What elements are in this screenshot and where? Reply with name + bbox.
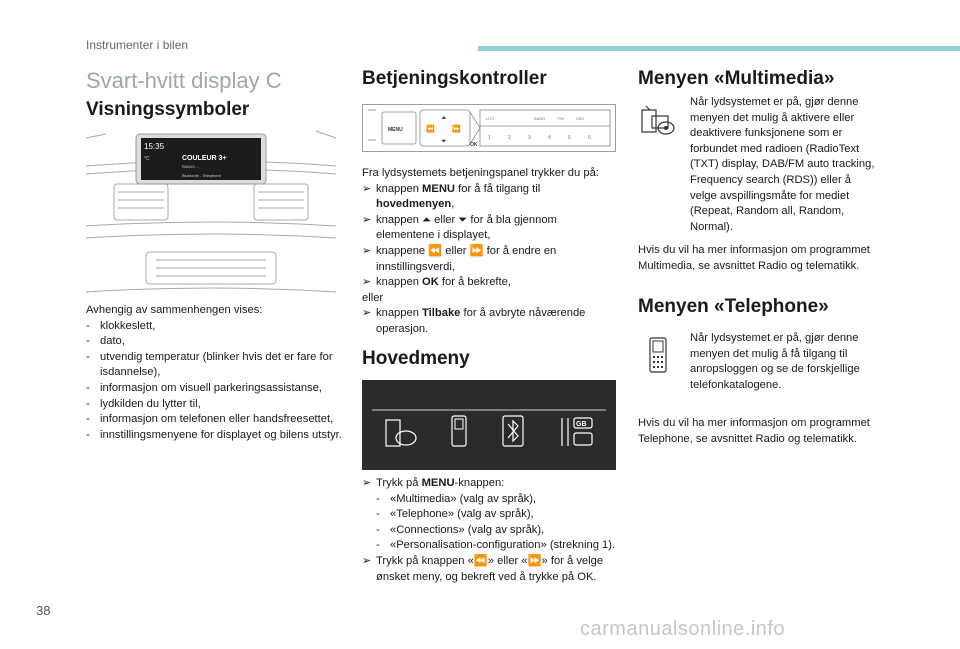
list-item: ➢knappen Tilbake for å avbryte nåværende… <box>362 307 586 335</box>
preset-4: 4 <box>548 135 551 141</box>
dashboard-display-illustration: 15:35 COULEUR 3+ RADIO ... °C Bluetooth … <box>86 130 336 293</box>
panel-button-band: BAND <box>534 116 545 121</box>
multimedia-text: Når lydsystemet er på, gjør denne menyen… <box>690 96 875 233</box>
list-item: ➢Trykk på MENU-knappen: <box>362 477 505 489</box>
preset-5: 5 <box>568 135 571 141</box>
section-title-multimedia: Menyen «Multimedia» <box>638 68 835 89</box>
list-item: -informasjon om visuell parkeringsassist… <box>86 381 322 394</box>
chevron-down-icon: ⏷ <box>441 138 447 145</box>
panel-button-list: LIST <box>486 116 495 121</box>
telephone-more-info: Hvis du vil ha mer informasjon om progra… <box>638 417 870 445</box>
list-item: -«Connections» (valg av språk), <box>376 523 545 536</box>
multimedia-more-info: Hvis du vil ha mer informasjon om progra… <box>638 244 870 272</box>
control-panel-illustration: MENU ⏶ ⏪ ⏩ ⏷ OK LIST BAND FM SRC 1 2 3 4… <box>362 104 616 152</box>
language-gb-label: GB <box>576 421 587 428</box>
list-item: ➢knappen OK for å bekrefte, <box>362 276 511 289</box>
controls-intro: Fra lydsystemets betjeningspanel trykker… <box>362 167 599 179</box>
main-menu-screen: GB <box>362 380 616 470</box>
panel-button-fm: FM <box>558 116 564 121</box>
multimedia-icon <box>641 105 675 135</box>
bluetooth-icon <box>502 415 524 447</box>
preset-6: 6 <box>588 135 591 141</box>
rewind-icon: ⏪ <box>426 124 435 133</box>
list-item: -lydkilden du lytter til, <box>86 397 201 410</box>
page-number: 38 <box>36 603 51 618</box>
watermark: carmanualsonline.info <box>580 618 786 640</box>
main-menu-text: ➢Trykk på MENU-knappen: -«Multimedia» (v… <box>362 476 618 585</box>
section-title-main-menu: Hovedmeny <box>362 348 470 369</box>
preset-2: 2 <box>508 135 511 141</box>
list-item: -innstillingsmenyene for displayet og bi… <box>86 428 342 441</box>
chevron-up-icon: ⏶ <box>441 115 447 122</box>
multimedia-menu-icon <box>385 419 417 447</box>
display-station-title: COULEUR 3+ <box>182 155 227 162</box>
symbols-intro: Avhengig av sammenhengen vises: <box>86 304 263 316</box>
list-item: -«Multimedia» (valg av språk), <box>376 492 537 505</box>
section-header: Instrumenter i bilen <box>86 38 189 52</box>
menu-button: MENU <box>388 127 403 133</box>
list-item: -informasjon om telefonen eller handsfre… <box>86 413 334 426</box>
list-item: ➢knappene ⏪ eller ⏩ for å endre en innst… <box>362 244 557 273</box>
panel-button-src: SRC <box>576 116 585 121</box>
list-item: -«Telephone» (valg av språk), <box>376 508 534 521</box>
header-accent-bar <box>478 46 960 51</box>
list-item: -klokkeslett, <box>86 319 156 332</box>
settings-menu-icon: GB <box>561 417 593 446</box>
section-title-telephone: Menyen «Telephone» <box>638 296 829 317</box>
controls-text: Fra lydsystemets betjeningspanel trykker… <box>362 166 618 338</box>
list-item: -«Personalisation-configuration» (strekn… <box>376 539 616 552</box>
telephone-text: Når lydsystemet er på, gjør denne menyen… <box>690 332 860 391</box>
list-item: -dato, <box>86 335 125 348</box>
list-item: ➢Trykk på knappen «⏪» eller «⏩» for å ve… <box>362 554 604 583</box>
list-item: ➢knappen ⏶ eller ⏷ for å bla gjennom ele… <box>362 213 557 242</box>
display-station: RADIO ... <box>182 164 199 169</box>
section-title-symbols: Visningssymboler <box>86 99 250 120</box>
phone-menu-icon <box>451 415 467 447</box>
section-title-controls: Betjeningskontroller <box>362 68 547 89</box>
display-time: 15:35 <box>144 142 165 151</box>
fast-forward-icon: ⏩ <box>452 124 461 133</box>
page-title: Svart-hvitt display C <box>86 68 282 93</box>
or-text: eller <box>362 291 384 304</box>
preset-3: 3 <box>528 135 531 141</box>
list-item: -utvendig temperatur (blinker hvis det e… <box>86 350 333 379</box>
display-temp: °C <box>144 156 150 162</box>
display-bottom-line: Bluetooth - Telephone <box>182 173 222 178</box>
ok-button: OK <box>470 142 478 148</box>
preset-1: 1 <box>488 135 491 141</box>
symbols-list: Avhengig av sammenhengen vises: -klokkes… <box>86 303 342 443</box>
telephone-icon <box>649 337 667 373</box>
list-item: ➢knappen MENU for å få tilgang til hoved… <box>362 182 541 211</box>
